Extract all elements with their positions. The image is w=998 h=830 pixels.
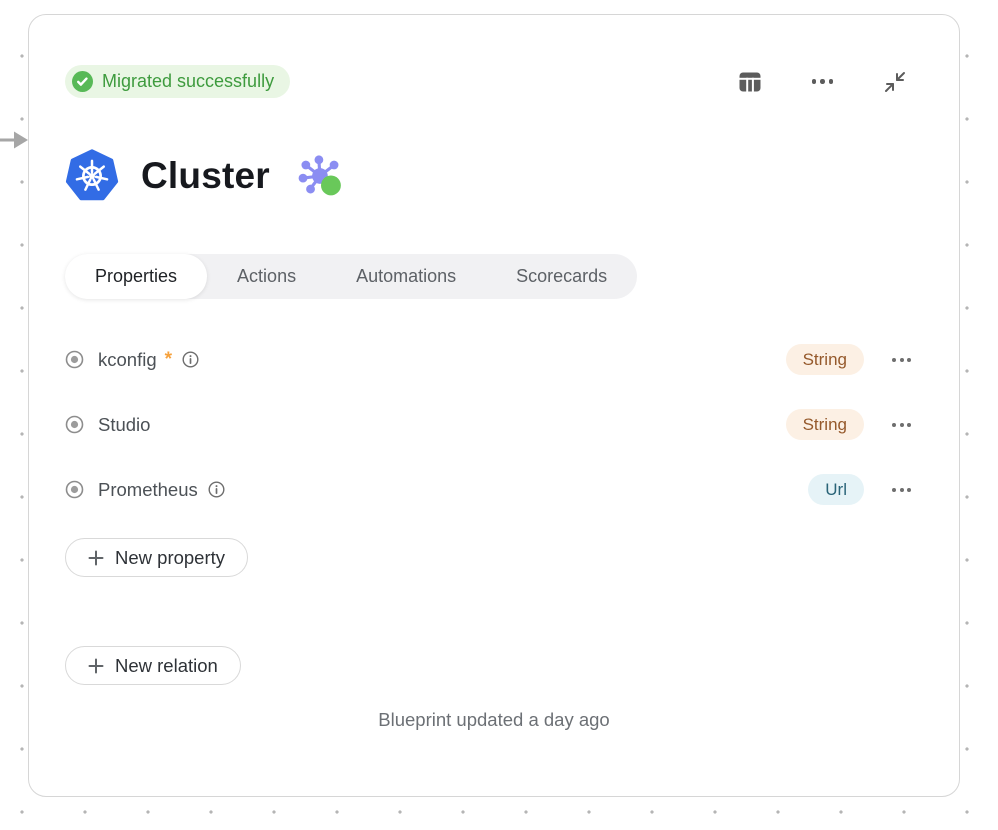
plus-icon (88, 658, 104, 673)
table-columns-icon (739, 72, 760, 91)
tab-bar: Properties Actions Automations Scorecard… (65, 254, 638, 299)
status-badge-label: Migrated successfully (102, 71, 275, 91)
title-row: Cluster (65, 148, 923, 204)
property-name: kconfig (98, 348, 157, 370)
type-badge: String (785, 344, 864, 375)
property-list: kconfig * String Studio String (65, 327, 923, 522)
property-row-prometheus: Prometheus Url (65, 457, 923, 522)
property-name: Prometheus (98, 478, 198, 500)
property-row-studio: Studio String (65, 392, 923, 457)
more-options-icon (811, 79, 833, 84)
toolbar (738, 70, 908, 94)
property-name: Studio (98, 413, 151, 435)
property-bullet-icon (65, 350, 84, 369)
graph-nodes-icon (298, 155, 341, 196)
row-menu-button[interactable] (892, 354, 911, 366)
plus-icon (88, 550, 104, 565)
new-relation-button[interactable]: New relation (65, 646, 241, 685)
new-property-button[interactable]: New property (65, 538, 249, 577)
info-icon[interactable] (182, 351, 199, 368)
card-header: Migrated successfully (65, 65, 923, 98)
blueprint-card: Migrated successfully (28, 14, 960, 797)
check-circle-icon (72, 71, 93, 92)
required-marker: * (164, 348, 173, 370)
info-icon[interactable] (208, 481, 225, 498)
new-relation-label: New relation (115, 654, 218, 676)
property-bullet-icon (65, 480, 84, 499)
tab-properties[interactable]: Properties (65, 254, 208, 299)
collapse-icon (885, 71, 905, 92)
new-property-label: New property (115, 546, 226, 568)
tab-actions[interactable]: Actions (207, 254, 326, 299)
collapse-button[interactable] (883, 70, 907, 94)
more-options-button[interactable] (811, 79, 833, 84)
page-title: Cluster (141, 155, 270, 196)
kubernetes-icon (65, 149, 119, 201)
blueprint-updated-status: Blueprint updated a day ago (378, 709, 610, 730)
status-badge: Migrated successfully (65, 65, 291, 98)
row-menu-button[interactable] (892, 484, 911, 496)
type-badge: Url (808, 474, 864, 505)
property-bullet-icon (65, 415, 84, 434)
tab-automations[interactable]: Automations (326, 254, 486, 299)
tab-scorecards[interactable]: Scorecards (486, 254, 637, 299)
table-columns-button[interactable] (738, 70, 762, 94)
row-menu-button[interactable] (892, 419, 911, 431)
property-row-kconfig: kconfig * String (65, 327, 923, 392)
connector-arrow-icon (0, 131, 28, 149)
type-badge: String (785, 409, 864, 440)
